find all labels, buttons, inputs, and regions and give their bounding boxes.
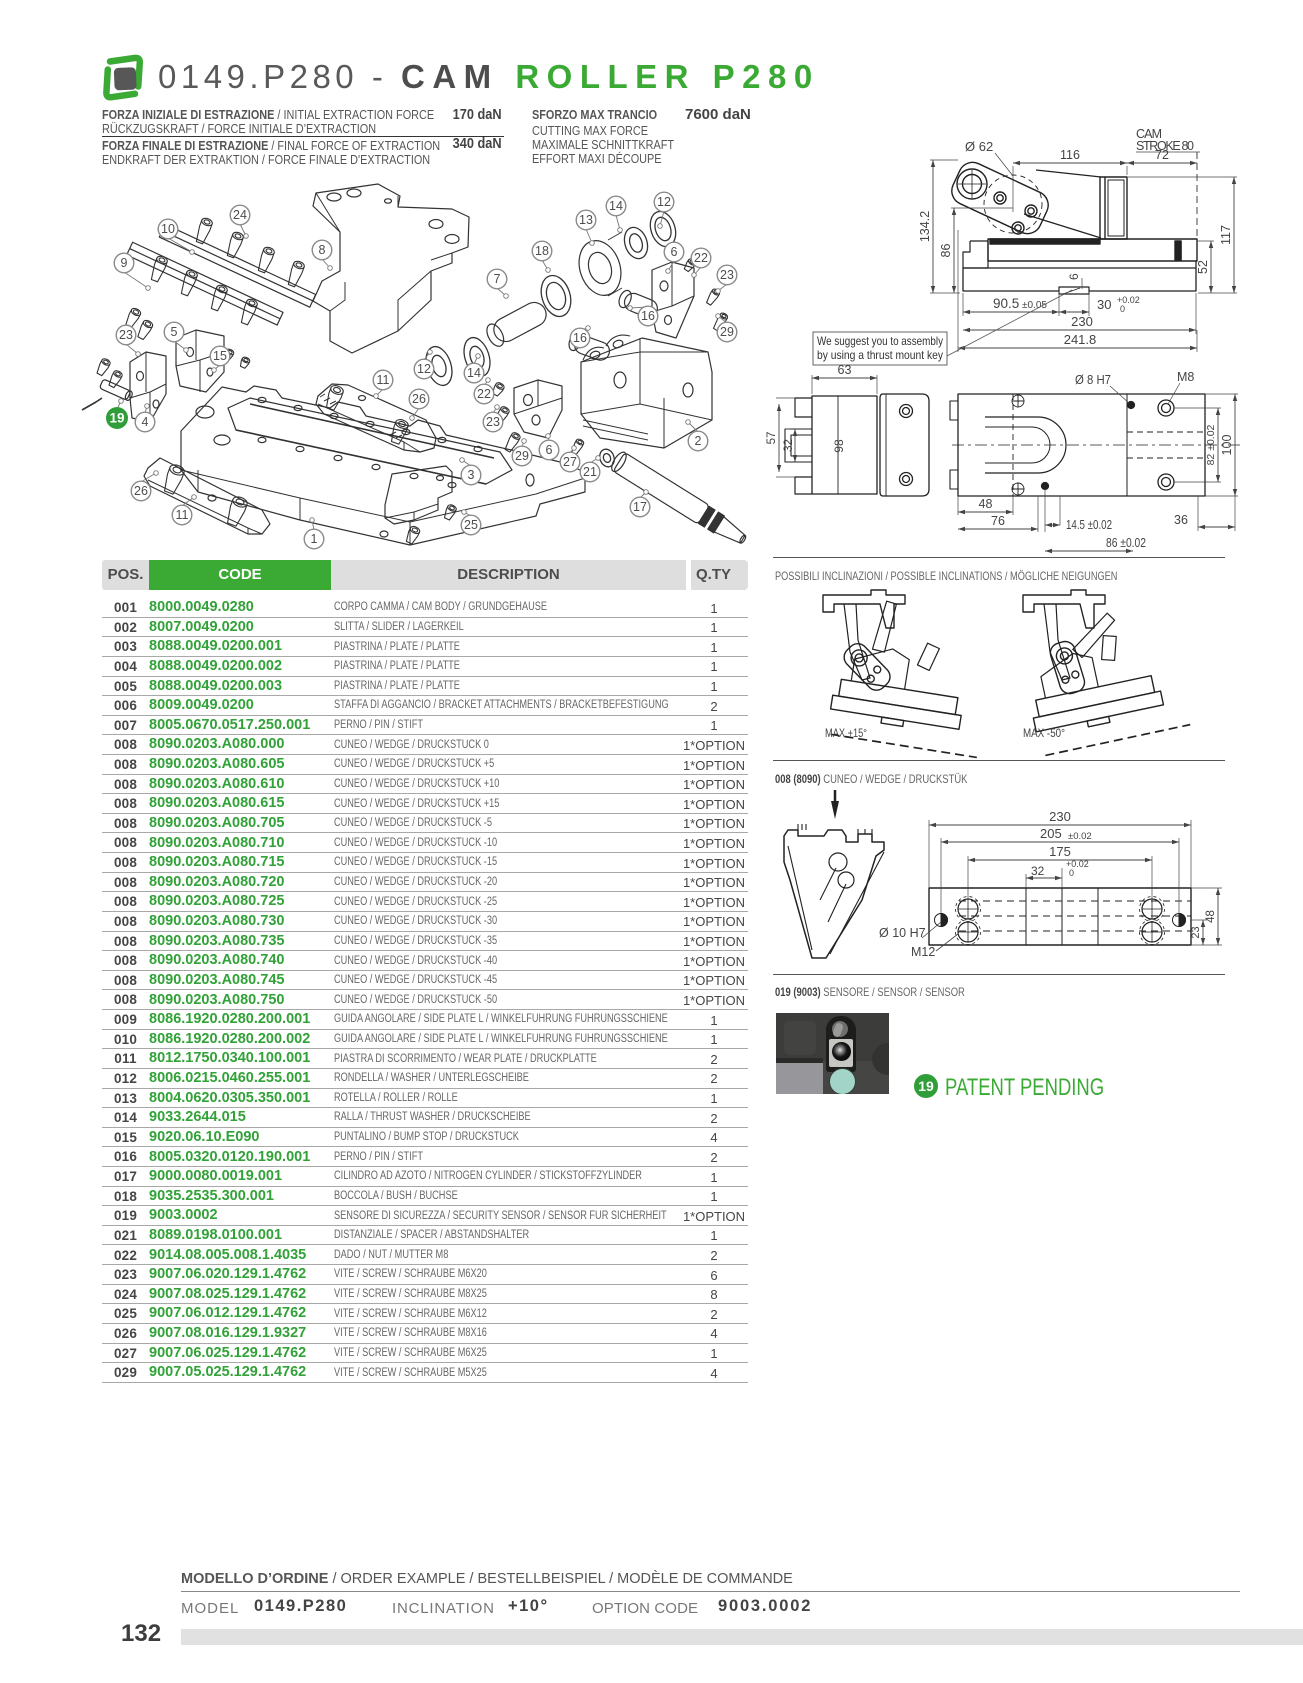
svg-text:86: 86 [939, 244, 953, 258]
svg-text:23: 23 [1190, 926, 1202, 938]
svg-text:52: 52 [1196, 260, 1210, 274]
svg-text:5: 5 [171, 325, 178, 339]
svg-text:by using a thrust mount key: by using a thrust mount key [817, 348, 943, 362]
svg-text:23: 23 [119, 328, 133, 342]
svg-text:7: 7 [494, 272, 501, 286]
svg-text:14: 14 [467, 366, 481, 380]
svg-text:±0.02: ±0.02 [1068, 831, 1092, 842]
svg-text:241.8: 241.8 [1064, 332, 1097, 347]
svg-text:16: 16 [573, 331, 587, 345]
svg-text:63: 63 [838, 363, 852, 377]
svg-text:175: 175 [1049, 844, 1071, 859]
svg-text:8: 8 [319, 243, 326, 257]
svg-text:0: 0 [1069, 868, 1074, 878]
svg-text:23: 23 [720, 268, 734, 282]
svg-text:1: 1 [311, 532, 318, 546]
svg-text:±0.05: ±0.05 [1022, 300, 1047, 311]
svg-text:21: 21 [583, 465, 597, 479]
svg-text:9: 9 [121, 256, 128, 270]
svg-text:98: 98 [832, 439, 846, 453]
svg-text:4: 4 [142, 415, 149, 429]
svg-text:32: 32 [783, 439, 795, 452]
svg-text:82 ±0.02: 82 ±0.02 [1205, 424, 1217, 465]
svg-text:0: 0 [1120, 304, 1125, 314]
svg-text:26: 26 [412, 392, 426, 406]
svg-text:19: 19 [109, 411, 124, 426]
svg-text:30: 30 [1097, 297, 1111, 312]
svg-text:+0.02: +0.02 [1066, 859, 1089, 869]
svg-text:3: 3 [468, 468, 475, 482]
svg-text:+0.02: +0.02 [1117, 295, 1140, 305]
svg-text:17: 17 [633, 500, 647, 514]
svg-text:MAX +15°: MAX +15° [825, 726, 867, 740]
svg-text:CAM: CAM [1136, 127, 1162, 141]
svg-text:MAX -50°: MAX -50° [1023, 726, 1065, 740]
svg-text:M12: M12 [911, 945, 935, 959]
svg-text:6: 6 [671, 245, 678, 259]
svg-text:12: 12 [657, 195, 671, 209]
svg-text:116: 116 [1060, 148, 1080, 162]
svg-text:16: 16 [641, 309, 655, 323]
svg-text:STROKE 80: STROKE 80 [1136, 139, 1194, 153]
svg-text:230: 230 [1071, 314, 1093, 329]
svg-text:230: 230 [1049, 809, 1071, 824]
svg-text:12: 12 [417, 362, 431, 376]
svg-text:18: 18 [535, 244, 549, 258]
svg-text:Ø 10 H7: Ø 10 H7 [879, 926, 926, 940]
svg-text:100: 100 [1220, 435, 1234, 456]
svg-text:25: 25 [464, 518, 478, 532]
svg-text:Ø 8 H7: Ø 8 H7 [1075, 373, 1111, 387]
svg-text:14.5 ±0.02: 14.5 ±0.02 [1066, 518, 1112, 532]
svg-text:14: 14 [609, 199, 623, 213]
svg-text:27: 27 [563, 455, 577, 469]
svg-text:72: 72 [1155, 148, 1169, 162]
svg-text:29: 29 [515, 449, 529, 463]
svg-text:19: 19 [918, 1078, 934, 1094]
svg-text:13: 13 [579, 213, 593, 227]
svg-text:Ø 62: Ø 62 [965, 139, 993, 154]
svg-text:205: 205 [1040, 826, 1062, 841]
svg-text:22: 22 [477, 387, 491, 401]
svg-text:11: 11 [176, 508, 189, 522]
svg-text:117: 117 [1219, 225, 1233, 245]
svg-text:57: 57 [766, 432, 778, 445]
svg-text:24: 24 [233, 208, 247, 222]
svg-text:76: 76 [991, 514, 1005, 528]
svg-text:15: 15 [213, 349, 227, 363]
svg-text:6: 6 [546, 443, 553, 457]
svg-text:32: 32 [1031, 864, 1045, 878]
svg-text:6: 6 [1067, 273, 1081, 280]
svg-text:11: 11 [377, 373, 390, 387]
svg-text:26: 26 [134, 484, 148, 498]
svg-text:22: 22 [694, 251, 708, 265]
svg-text:We suggest you to assembly: We suggest you to assembly [817, 334, 943, 348]
svg-text:134.2: 134.2 [918, 211, 932, 242]
svg-text:86 ±0.02: 86 ±0.02 [1106, 536, 1146, 550]
svg-text:48: 48 [979, 497, 993, 511]
svg-text:48: 48 [1205, 910, 1217, 923]
svg-text:M8: M8 [1177, 370, 1194, 384]
svg-text:2: 2 [695, 434, 702, 448]
svg-text:29: 29 [720, 325, 734, 339]
svg-text:23: 23 [486, 415, 500, 429]
svg-text:10: 10 [161, 222, 175, 236]
svg-text:90.5: 90.5 [993, 296, 1019, 311]
svg-text:36: 36 [1174, 513, 1188, 527]
